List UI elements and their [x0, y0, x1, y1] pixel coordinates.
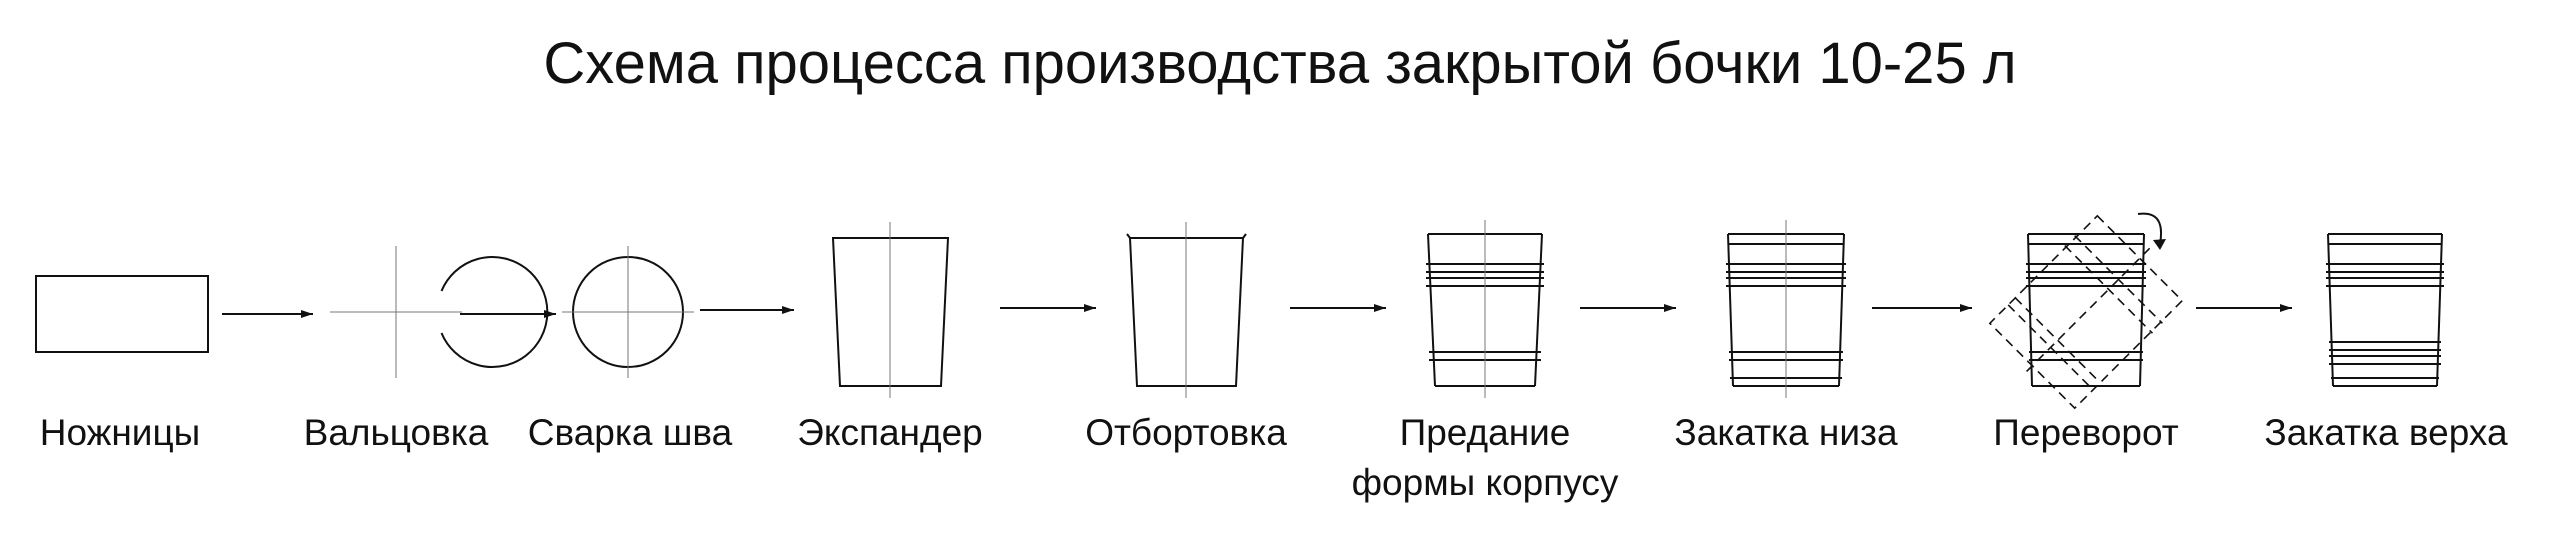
diagram-title: Схема процесса производства закрытой боч…: [543, 31, 2017, 96]
ribbed-shell-icon: [1426, 220, 1544, 398]
step-label-body-shaping-line2: формы корпусу: [1351, 462, 1619, 503]
step-label-seam-welding: Сварка шва: [527, 412, 733, 453]
step-label-rolling: Вальцовка: [303, 412, 489, 453]
step-label-body-shaping: Предание: [1399, 412, 1571, 453]
step-label-expander: Экспандер: [797, 412, 983, 453]
step-label-flanging: Отбортовка: [1085, 412, 1287, 453]
step-label-top-seaming: Закатка верха: [2264, 412, 2508, 453]
flanged-shell-icon: [1126, 222, 1247, 398]
step-label-bottom-seaming: Закатка низа: [1674, 412, 1898, 453]
bottom-seamed-drum-icon: [1726, 220, 1846, 398]
open-circle-icon: [330, 246, 549, 378]
step-label-flip: Переворот: [1993, 412, 2179, 453]
closed-drum-icon: [2326, 233, 2444, 387]
rotation-arrow-icon: [2153, 239, 2166, 250]
sheet-rectangle-icon: [35, 275, 209, 353]
closed-circle-icon: [562, 246, 694, 378]
drum-flip-icon: [1988, 212, 2184, 410]
tapered-shell-icon: [831, 222, 950, 398]
step-label-shears: Ножницы: [39, 412, 201, 453]
